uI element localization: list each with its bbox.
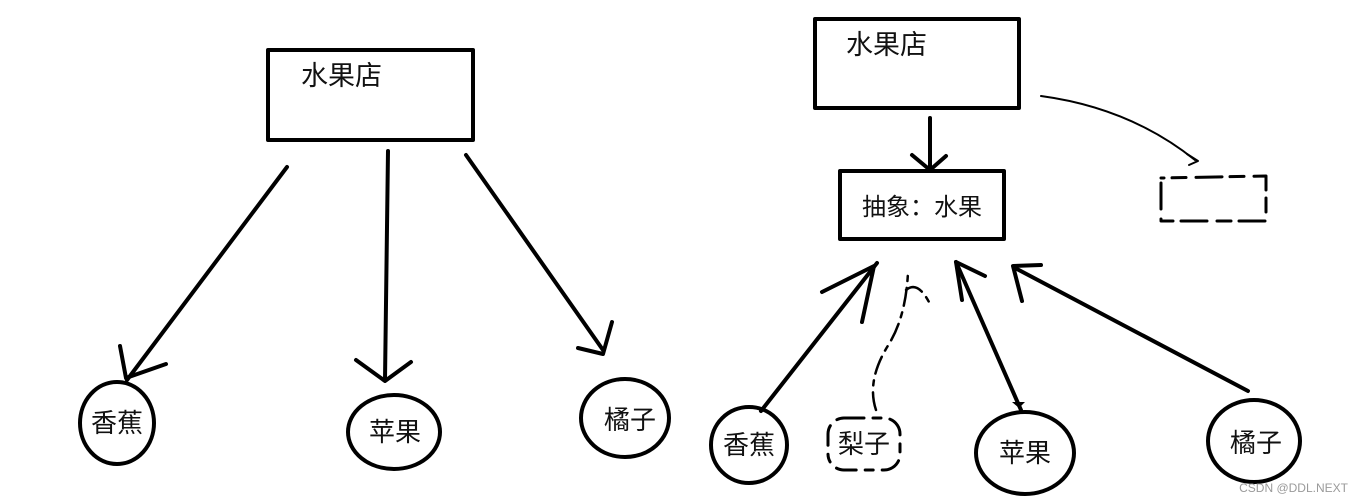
right-arrow-orange bbox=[1011, 263, 1250, 393]
right-dashed-new-box bbox=[1159, 174, 1268, 223]
right-arrow-apple bbox=[954, 260, 1023, 412]
left-fruit-label-banana: 香蕉 bbox=[91, 409, 143, 439]
left-store-box bbox=[266, 48, 475, 142]
left-node-apple bbox=[346, 393, 442, 471]
left-fruit-label-apple: 苹果 bbox=[369, 418, 421, 448]
left-arrow-apple bbox=[354, 149, 413, 383]
right-dashed-arrow-to-new bbox=[1040, 95, 1199, 166]
pear-tick-mark bbox=[1012, 402, 1025, 408]
left-arrow-orange bbox=[464, 153, 614, 356]
watermark: CSDN @DDL.NEXT bbox=[1239, 481, 1349, 495]
right-fruit-label-pear: 梨子 bbox=[838, 430, 890, 460]
right-node-pear bbox=[826, 416, 902, 472]
right-store-box bbox=[813, 17, 1021, 110]
abstract-fruit-label: 抽象：水果 bbox=[862, 193, 982, 221]
abstract-fruit-box bbox=[838, 169, 1006, 241]
right-fruit-label-banana: 香蕉 bbox=[723, 431, 775, 461]
right-store-label: 水果店 bbox=[846, 30, 927, 61]
left-arrow-banana bbox=[118, 165, 289, 382]
right-node-orange bbox=[1206, 398, 1302, 484]
right-arrow-banana bbox=[759, 261, 879, 413]
right-fruit-label-orange: 橘子 bbox=[1230, 429, 1282, 459]
right-node-banana bbox=[709, 405, 789, 485]
right-fruit-label-apple: 苹果 bbox=[999, 439, 1051, 469]
left-node-banana bbox=[78, 380, 156, 466]
right-dashed-arrow-pear bbox=[871, 270, 932, 412]
left-fruit-label-orange: 橘子 bbox=[604, 406, 656, 436]
right-node-apple bbox=[974, 410, 1076, 496]
right-arrow-store-to-abstract bbox=[910, 116, 948, 172]
left-node-orange bbox=[579, 377, 671, 459]
left-store-label: 水果店 bbox=[301, 61, 382, 92]
